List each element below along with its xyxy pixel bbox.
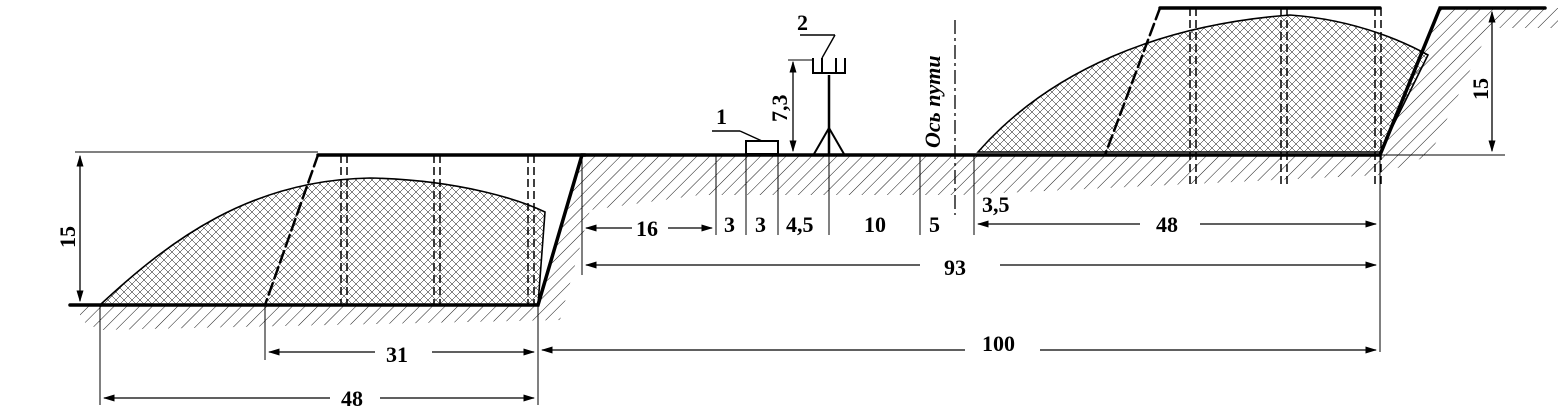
- dim-3-5: 3,5: [982, 192, 1010, 217]
- dim-93: 93: [944, 255, 966, 280]
- dim-3a: 3: [724, 212, 735, 237]
- track-elements: [712, 34, 846, 155]
- dim-bank-height-left: 15: [55, 226, 80, 248]
- dashed-posts: [340, 8, 1382, 305]
- dim-31: 31: [386, 342, 408, 367]
- sleeper-element: [745, 140, 779, 155]
- callout-2-label: 2: [797, 10, 808, 35]
- dim-100: 100: [982, 331, 1015, 356]
- dim-48-right: 48: [1156, 212, 1178, 237]
- dim-16: 16: [636, 216, 658, 241]
- dim-3b: 3: [755, 212, 766, 237]
- dim-bank-height-right: 15: [1468, 78, 1493, 100]
- track-axis-label: Ось пути: [920, 55, 945, 148]
- extension-lines: [75, 7, 1505, 405]
- dimension-lines: [76, 10, 1496, 402]
- callout-1-label: 1: [716, 104, 727, 129]
- dim-48-left: 48: [341, 386, 363, 411]
- left-spoil-bank: [97, 177, 546, 306]
- ground-hatching: [80, 8, 1558, 330]
- labels: Ось пути 1 2 15 15 7,3 16 3 3 4,5 10 5 3…: [55, 10, 1493, 411]
- dim-4-5: 4,5: [786, 212, 814, 237]
- dim-10: 10: [864, 212, 886, 237]
- dim-rail-height: 7,3: [767, 95, 792, 123]
- right-spoil-bank: [976, 14, 1430, 153]
- dim-5: 5: [929, 212, 940, 237]
